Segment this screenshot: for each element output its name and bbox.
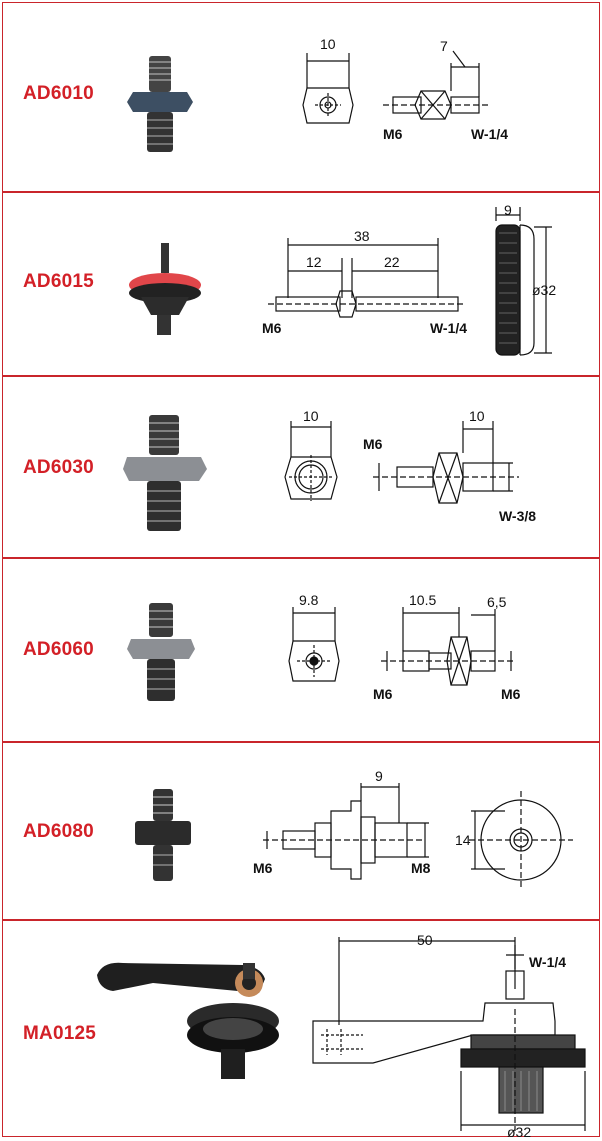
product-code: AD6015 <box>23 271 94 292</box>
product-code: AD6030 <box>23 457 94 478</box>
adapter-photo <box>129 243 201 335</box>
thread-right: W-1/4 <box>471 126 508 142</box>
product-code: MA0125 <box>23 1023 97 1044</box>
adapter-photo <box>135 789 191 881</box>
dim-right-length: 22 <box>384 254 400 270</box>
adapter-photo <box>127 56 193 152</box>
thread-left: M6 <box>383 126 403 142</box>
dimension-drawing: 10 7 M6 W-1/4 <box>302 36 508 142</box>
dim-left-length: 12 <box>306 254 322 270</box>
dim-width: 10 <box>303 408 319 424</box>
thread-left: M6 <box>363 436 383 452</box>
thread-left: M6 <box>373 686 393 702</box>
thread-right: M6 <box>501 686 521 702</box>
dim-arm-length: 50 <box>417 932 433 948</box>
dim-left-length: 10.5 <box>409 592 436 608</box>
dim-length: 9 <box>375 768 383 784</box>
dim-length: 10 <box>469 408 485 424</box>
dim-height: 14 <box>455 832 471 848</box>
dim-overall-length: 38 <box>354 228 370 244</box>
thread-right: W-3/8 <box>499 508 536 524</box>
product-code: AD6010 <box>23 83 94 104</box>
product-row-ma0125: MA0125 <box>3 919 599 1138</box>
product-row-ad6030: AD6030 <box>3 375 599 557</box>
arm-photo <box>97 962 279 1079</box>
dimension-drawing: 10 10 M6 W-3/8 <box>284 408 536 524</box>
adapter-photo <box>123 415 207 531</box>
dim-width: 9.8 <box>299 592 319 608</box>
thread-top: W-1/4 <box>529 954 566 970</box>
product-row-ad6010: AD6010 <box>3 3 599 191</box>
thread-left: M6 <box>253 860 273 876</box>
dimension-drawing: 50 W-1/4 ø32 <box>312 932 586 1137</box>
thread-right: M8 <box>411 860 431 876</box>
thread-right: W-1/4 <box>430 320 467 336</box>
product-code: AD6080 <box>23 821 94 842</box>
dimension-drawing: 9.8 10.5 6,5 M6 M6 <box>288 592 521 702</box>
product-code: AD6060 <box>23 639 94 660</box>
product-row-ad6080: AD6080 <box>3 741 599 919</box>
dimension-drawing: 9 14 M6 M8 <box>253 768 573 889</box>
thread-left: M6 <box>262 320 282 336</box>
dimension-drawing: 38 12 22 9 ø32 M6 W-1/4 <box>262 203 556 356</box>
product-row-ad6060: AD6060 <box>3 557 599 741</box>
dim-length: 7 <box>440 38 448 54</box>
dim-knob-diameter: ø32 <box>532 282 556 298</box>
adapter-photo <box>127 603 195 701</box>
dim-right-length: 6,5 <box>487 594 507 610</box>
dim-knob-diameter: ø32 <box>507 1124 531 1137</box>
dim-knob-width: 9 <box>504 203 512 218</box>
product-row-ad6015: AD6015 <box>3 191 599 375</box>
dim-width: 10 <box>320 36 336 52</box>
